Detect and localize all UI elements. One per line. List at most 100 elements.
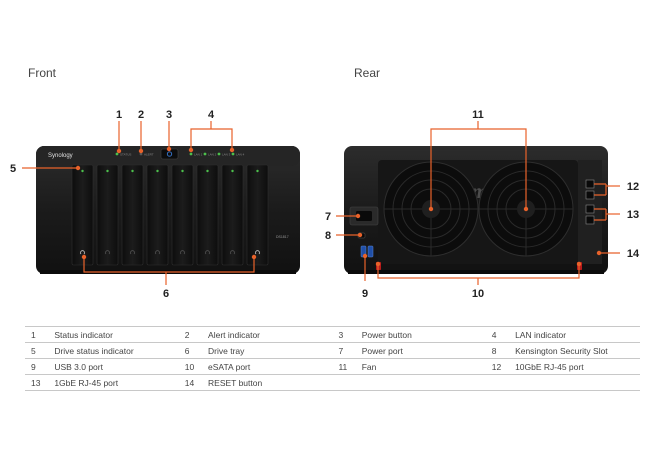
legend-name: USB 3.0 port [54, 358, 179, 375]
callout-drive-tray: 6 [163, 288, 169, 300]
callout-lan-indicator: 4 [208, 109, 215, 121]
callout-esata: 10 [472, 288, 484, 300]
drive-tray[interactable] [246, 164, 269, 266]
status-led-label: STATUS [120, 153, 131, 157]
lan3-led [217, 152, 221, 156]
tray-lock-icon [80, 250, 85, 255]
drive-tray[interactable] [121, 164, 144, 266]
drive-tray[interactable] [96, 164, 119, 266]
drive-status-led [256, 169, 259, 173]
callout-power-button: 3 [166, 109, 172, 121]
callout-status-indicator: 1 [116, 109, 122, 121]
front-view-label: Front [28, 66, 57, 80]
drive-tray[interactable] [221, 164, 244, 266]
legend-row: 5 Drive status indicator 6 Drive tray 7 … [25, 342, 640, 359]
legend-name: Fan [361, 358, 486, 375]
tray-lock-icon [230, 250, 235, 255]
callout-kensington: 8 [325, 230, 331, 242]
drive-tray[interactable] [71, 164, 94, 266]
drive-status-led [106, 169, 109, 173]
legend-name: Alert indicator [208, 326, 333, 343]
rear-base [348, 270, 604, 274]
legend-row: 13 1GbE RJ-45 port 14 RESET button [25, 374, 640, 391]
legend-num: 12 [485, 358, 516, 375]
tray-lock-icon [255, 250, 260, 255]
rear-callout-lines [336, 121, 620, 285]
device-diagram: Synology DS1817 STATUS ALERT LAN 1 LAN 2… [10, 109, 640, 300]
legend-row: 1 Status indicator 2 Alert indicator 3 P… [25, 326, 640, 343]
legend-name: Power button [361, 326, 486, 343]
usb-port[interactable] [367, 245, 374, 258]
legend-table: 1 Status indicator 2 Alert indicator 3 P… [25, 326, 640, 391]
drive-tray[interactable] [171, 164, 194, 266]
legend-empty [332, 374, 362, 391]
legend-num: 10 [178, 358, 209, 375]
legend-name: Drive status indicator [54, 342, 179, 359]
callout-power-port: 7 [325, 211, 331, 223]
alert-led-label: ALERT [144, 153, 154, 157]
lan1-led-label: LAN 1 [194, 153, 203, 157]
callout-usb: 9 [362, 288, 368, 300]
legend-num: 5 [25, 342, 55, 359]
callout-fan: 11 [472, 109, 484, 121]
onegbe-port[interactable] [585, 215, 595, 225]
legend-num: 1 [25, 326, 55, 343]
legend-name: RESET button [208, 374, 333, 391]
callout-alert-indicator: 2 [138, 109, 144, 121]
drive-status-led [181, 169, 184, 173]
legend-empty [485, 374, 516, 391]
tengbe-port[interactable] [585, 190, 595, 200]
legend-name: Power port [361, 342, 486, 359]
legend-num: 3 [332, 326, 362, 343]
front-callout-lines [22, 121, 255, 285]
rear-callout-dots [355, 206, 602, 267]
drive-tray[interactable] [146, 164, 169, 266]
callout-10gbe: 12 [627, 181, 639, 193]
legend-num: 4 [485, 326, 516, 343]
alert-led [139, 152, 143, 156]
drive-status-led [131, 169, 134, 173]
tray-lock-icon [205, 250, 210, 255]
rear-view-label: Rear [354, 66, 381, 80]
onegbe-port[interactable] [585, 204, 595, 214]
tray-lock-icon [105, 250, 110, 255]
tray-lock-icon [180, 250, 185, 255]
callout-drive-status: 5 [10, 163, 16, 175]
status-led [115, 152, 119, 156]
power-icon [166, 151, 173, 157]
lan2-led-label: LAN 2 [208, 153, 217, 157]
legend-num: 6 [178, 342, 209, 359]
legend-row: 9 USB 3.0 port 10 eSATA port 11 Fan 12 1… [25, 358, 640, 375]
lan2-led [203, 152, 207, 156]
legend-empty [515, 374, 640, 391]
lan3-led-label: LAN 3 [222, 153, 231, 157]
lan1-led [189, 152, 193, 156]
power-port-socket [356, 211, 372, 221]
tengbe-port[interactable] [585, 179, 595, 189]
legend-num: 13 [25, 374, 55, 391]
legend-num: 11 [332, 358, 362, 375]
lan4-led [231, 152, 235, 156]
legend-name: Kensington Security Slot [515, 342, 640, 359]
legend-num: 7 [332, 342, 362, 359]
legend-name: eSATA port [208, 358, 333, 375]
drive-tray[interactable] [196, 164, 219, 266]
tray-lock-icon [155, 250, 160, 255]
drive-status-led [206, 169, 209, 173]
drive-status-led [231, 169, 234, 173]
legend-name: LAN indicator [515, 326, 640, 343]
front-brand-logo: Synology [48, 153, 73, 159]
callout-1gbe: 13 [627, 209, 639, 221]
tray-lock-icon [130, 250, 135, 255]
legend-empty [361, 374, 486, 391]
drive-tray-bay [71, 164, 269, 266]
legend-name: Drive tray [208, 342, 333, 359]
drive-status-led [81, 169, 84, 173]
legend-name: Status indicator [54, 326, 179, 343]
callout-reset: 14 [627, 248, 640, 260]
legend-name: 10GbE RJ-45 port [515, 358, 640, 375]
front-callout-dots [75, 146, 257, 260]
legend-name: 1GbE RJ-45 port [54, 374, 179, 391]
lan4-led-label: LAN 4 [236, 153, 245, 157]
legend-num: 14 [178, 374, 209, 391]
